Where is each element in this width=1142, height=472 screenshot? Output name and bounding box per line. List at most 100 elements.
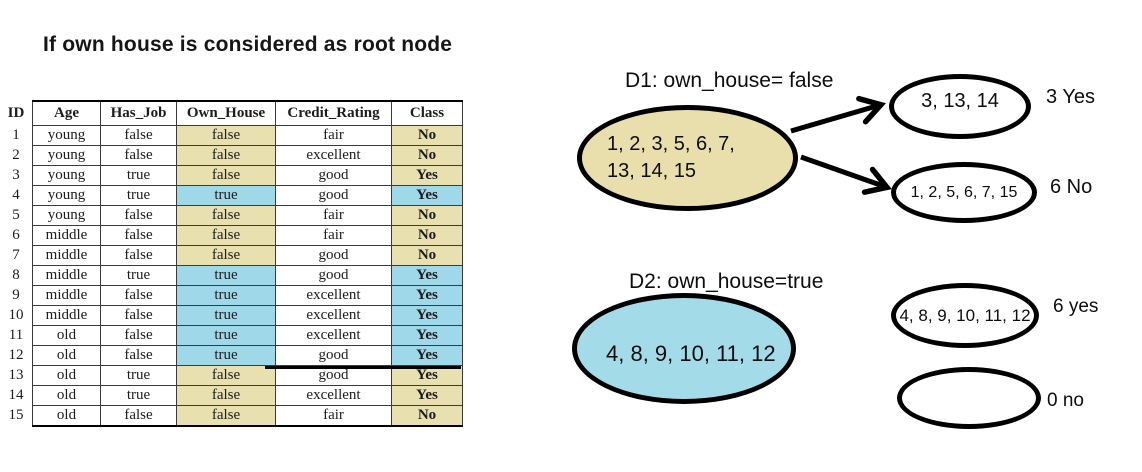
d1-no-node: 1, 2, 5, 6, 7, 15	[891, 162, 1037, 223]
cell-has-job: false	[100, 285, 177, 306]
cell-id: 5	[0, 205, 33, 226]
cell-class: Yes	[391, 285, 463, 306]
cell-class: No	[391, 125, 463, 146]
cell-has-job: false	[100, 245, 177, 266]
cell-age: young	[32, 145, 101, 166]
cell-class: Yes	[391, 345, 463, 366]
arrow-to-no-node	[800, 154, 892, 195]
cell-class: No	[391, 225, 463, 246]
cell-own-house: true	[176, 285, 276, 306]
cell-age: old	[32, 385, 101, 406]
cell-class: No	[391, 205, 463, 226]
d1-no-count-label: 6 No	[1050, 176, 1093, 198]
cell-credit-rating: excellent	[275, 305, 392, 326]
page-title: If own house is considered as root node	[43, 33, 453, 56]
cell-class: Yes	[391, 385, 463, 406]
cell-id: 2	[0, 145, 33, 166]
d1-label: D1: own_house= false	[625, 69, 834, 92]
d2-root-text: 4, 8, 9, 10, 11, 12	[606, 340, 776, 366]
cell-class: No	[391, 145, 463, 166]
d2-label: D2: own_house=true	[629, 270, 824, 293]
cell-age: old	[32, 325, 101, 346]
cell-credit-rating: fair	[275, 205, 392, 226]
cell-has-job: true	[100, 265, 177, 286]
cell-has-job: true	[100, 165, 177, 186]
cell-id: 3	[0, 165, 33, 186]
cell-credit-rating: good	[275, 245, 392, 266]
cell-credit-rating: excellent	[275, 325, 392, 346]
cell-credit-rating: excellent	[275, 285, 392, 306]
cell-own-house: false	[176, 165, 276, 186]
cell-own-house: true	[176, 305, 276, 326]
cell-own-house: false	[176, 145, 276, 166]
cell-has-job: true	[100, 365, 177, 386]
cell-id: 1	[0, 125, 33, 146]
cell-own-house: false	[176, 205, 276, 226]
d1-root-node: 1, 2, 3, 5, 6, 7, 13, 14, 15	[577, 105, 798, 211]
cell-credit-rating: good	[275, 345, 392, 366]
table-header-row: ID Age Has_Job Own_House Credit_Rating C…	[0, 100, 463, 126]
cell-credit-rating: fair	[275, 125, 392, 146]
cell-age: middle	[32, 265, 101, 286]
column-header-own-house: Own_House	[176, 100, 276, 126]
cell-age: middle	[32, 225, 101, 246]
d2-root-node: 4, 8, 9, 10, 11, 12	[572, 293, 796, 404]
cell-age: old	[32, 405, 101, 427]
cell-credit-rating: good	[275, 365, 392, 386]
cell-id: 6	[0, 225, 33, 246]
cell-credit-rating: good	[275, 185, 392, 206]
d2-no-count-label: 0 no	[1047, 390, 1084, 411]
cell-credit-rating: fair	[275, 405, 392, 427]
cell-credit-rating: fair	[275, 225, 392, 246]
d1-yes-node: 3, 13, 14	[889, 74, 1031, 139]
cell-has-job: false	[100, 205, 177, 226]
cell-class: Yes	[391, 265, 463, 286]
cell-has-job: false	[100, 125, 177, 146]
cell-id: 10	[0, 305, 33, 326]
cell-class: Yes	[391, 185, 463, 206]
cell-class: Yes	[391, 305, 463, 326]
column-header-id: ID	[0, 101, 33, 126]
cell-id: 8	[0, 265, 33, 286]
cell-has-job: false	[100, 405, 177, 427]
column-header-credit-rating: Credit_Rating	[275, 100, 392, 126]
cell-own-house: true	[176, 265, 276, 286]
cell-has-job: false	[100, 225, 177, 246]
d1-no-text: 1, 2, 5, 6, 7, 15	[910, 183, 1018, 201]
cell-id: 7	[0, 245, 33, 266]
row12-divider-line	[265, 366, 461, 369]
cell-own-house: true	[176, 325, 276, 346]
d2-yes-count-label: 6 yes	[1053, 296, 1099, 317]
cell-age: middle	[32, 245, 101, 266]
cell-age: young	[32, 185, 101, 206]
cell-age: old	[32, 365, 101, 386]
cell-id: 4	[0, 185, 33, 206]
cell-has-job: false	[100, 145, 177, 166]
cell-id: 14	[0, 385, 33, 406]
d2-yes-text: 4, 8, 9, 10, 11, 12	[899, 305, 1031, 325]
data-table: ID Age Has_Job Own_House Credit_Rating C…	[0, 100, 463, 427]
cell-class: No	[391, 245, 463, 266]
d1-root-text-line1: 1, 2, 3, 5, 6, 7,	[607, 133, 735, 155]
cell-age: middle	[32, 305, 101, 326]
cell-id: 11	[0, 325, 33, 346]
column-header-has-job: Has_Job	[100, 100, 177, 126]
cell-own-house: false	[176, 365, 276, 386]
d2-no-node	[897, 367, 1041, 429]
cell-has-job: false	[100, 345, 177, 366]
d1-root-text-line2: 13, 14, 15	[607, 160, 696, 182]
cell-own-house: true	[176, 345, 276, 366]
d2-yes-node: 4, 8, 9, 10, 11, 12	[891, 283, 1039, 348]
cell-age: young	[32, 205, 101, 226]
cell-id: 12	[0, 345, 33, 366]
